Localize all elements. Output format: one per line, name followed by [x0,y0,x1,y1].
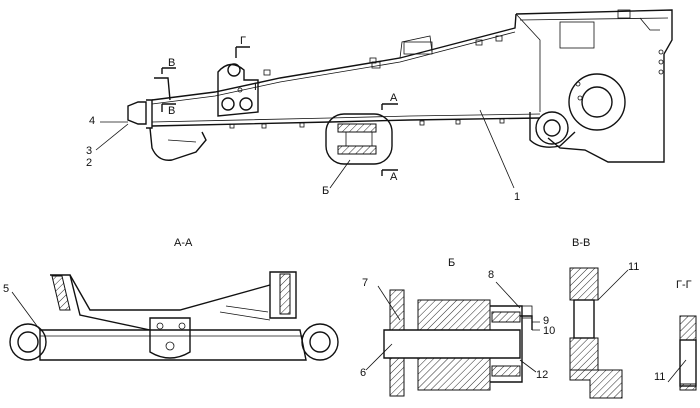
callout-11-gg: 11 [654,371,666,383]
callout-7: 7 [362,277,369,289]
section-mark-g-mid: Г [254,81,260,93]
callout-10: 10 [543,325,556,337]
detail-b-view [365,281,540,397]
callout-4: 4 [89,115,96,127]
section-aa-view [9,271,339,361]
callout-5: 5 [3,283,10,295]
callout-3: 3 [86,145,93,157]
section-mark-a-top: А [390,92,398,104]
section-mark-v-top: В [168,57,176,69]
callout-9: 9 [543,315,550,327]
callout-6: 6 [360,367,367,379]
main-beam-view [95,9,673,189]
section-mark-a-bottom: А [390,171,398,183]
callout-2: 2 [86,157,93,169]
callout-1: 1 [514,191,521,203]
callout-11-vv: 11 [628,261,640,273]
callout-8: 8 [488,269,495,281]
title-section-vv: В-В [572,237,591,249]
title-section-aa: А-А [174,237,193,249]
callout-12: 12 [536,369,549,381]
section-mark-g-top: Г [240,35,246,47]
section-vv-view [569,267,629,399]
detail-b-reference: Б [322,185,330,197]
title-section-gg: Г-Г [676,279,692,291]
title-detail-b: Б [448,257,456,269]
section-gg-view [667,315,697,391]
section-mark-v-bottom: В [168,105,176,117]
